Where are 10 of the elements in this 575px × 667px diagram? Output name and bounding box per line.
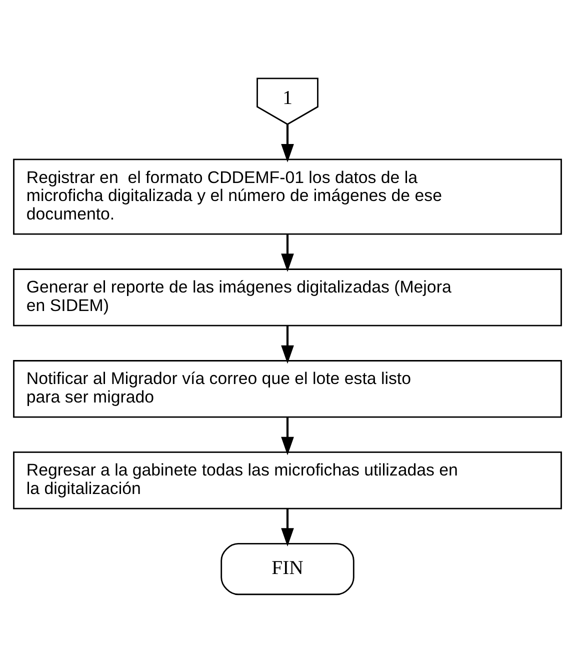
node-box: Notificar al Migrador vía correo que el lote esta listo para ser migrado xyxy=(13,360,562,418)
node-box: FIN xyxy=(220,542,354,595)
node-box: Regresar a la gabinete todas las microfichas utilizadas en la digitalización xyxy=(13,451,562,509)
node-box: Registrar en el formato CDDEMF-01 los datos de la microficha digitalizada y el número de imágenes de ese documento. xyxy=(13,158,562,234)
arrow xyxy=(281,416,294,455)
arrow xyxy=(281,325,294,364)
node-box: Generar el reporte de las imágenes digitalizadas (Mejora en SIDEM) xyxy=(13,268,562,326)
arrow xyxy=(281,124,294,162)
arrow xyxy=(281,234,294,272)
arrow xyxy=(281,508,294,546)
